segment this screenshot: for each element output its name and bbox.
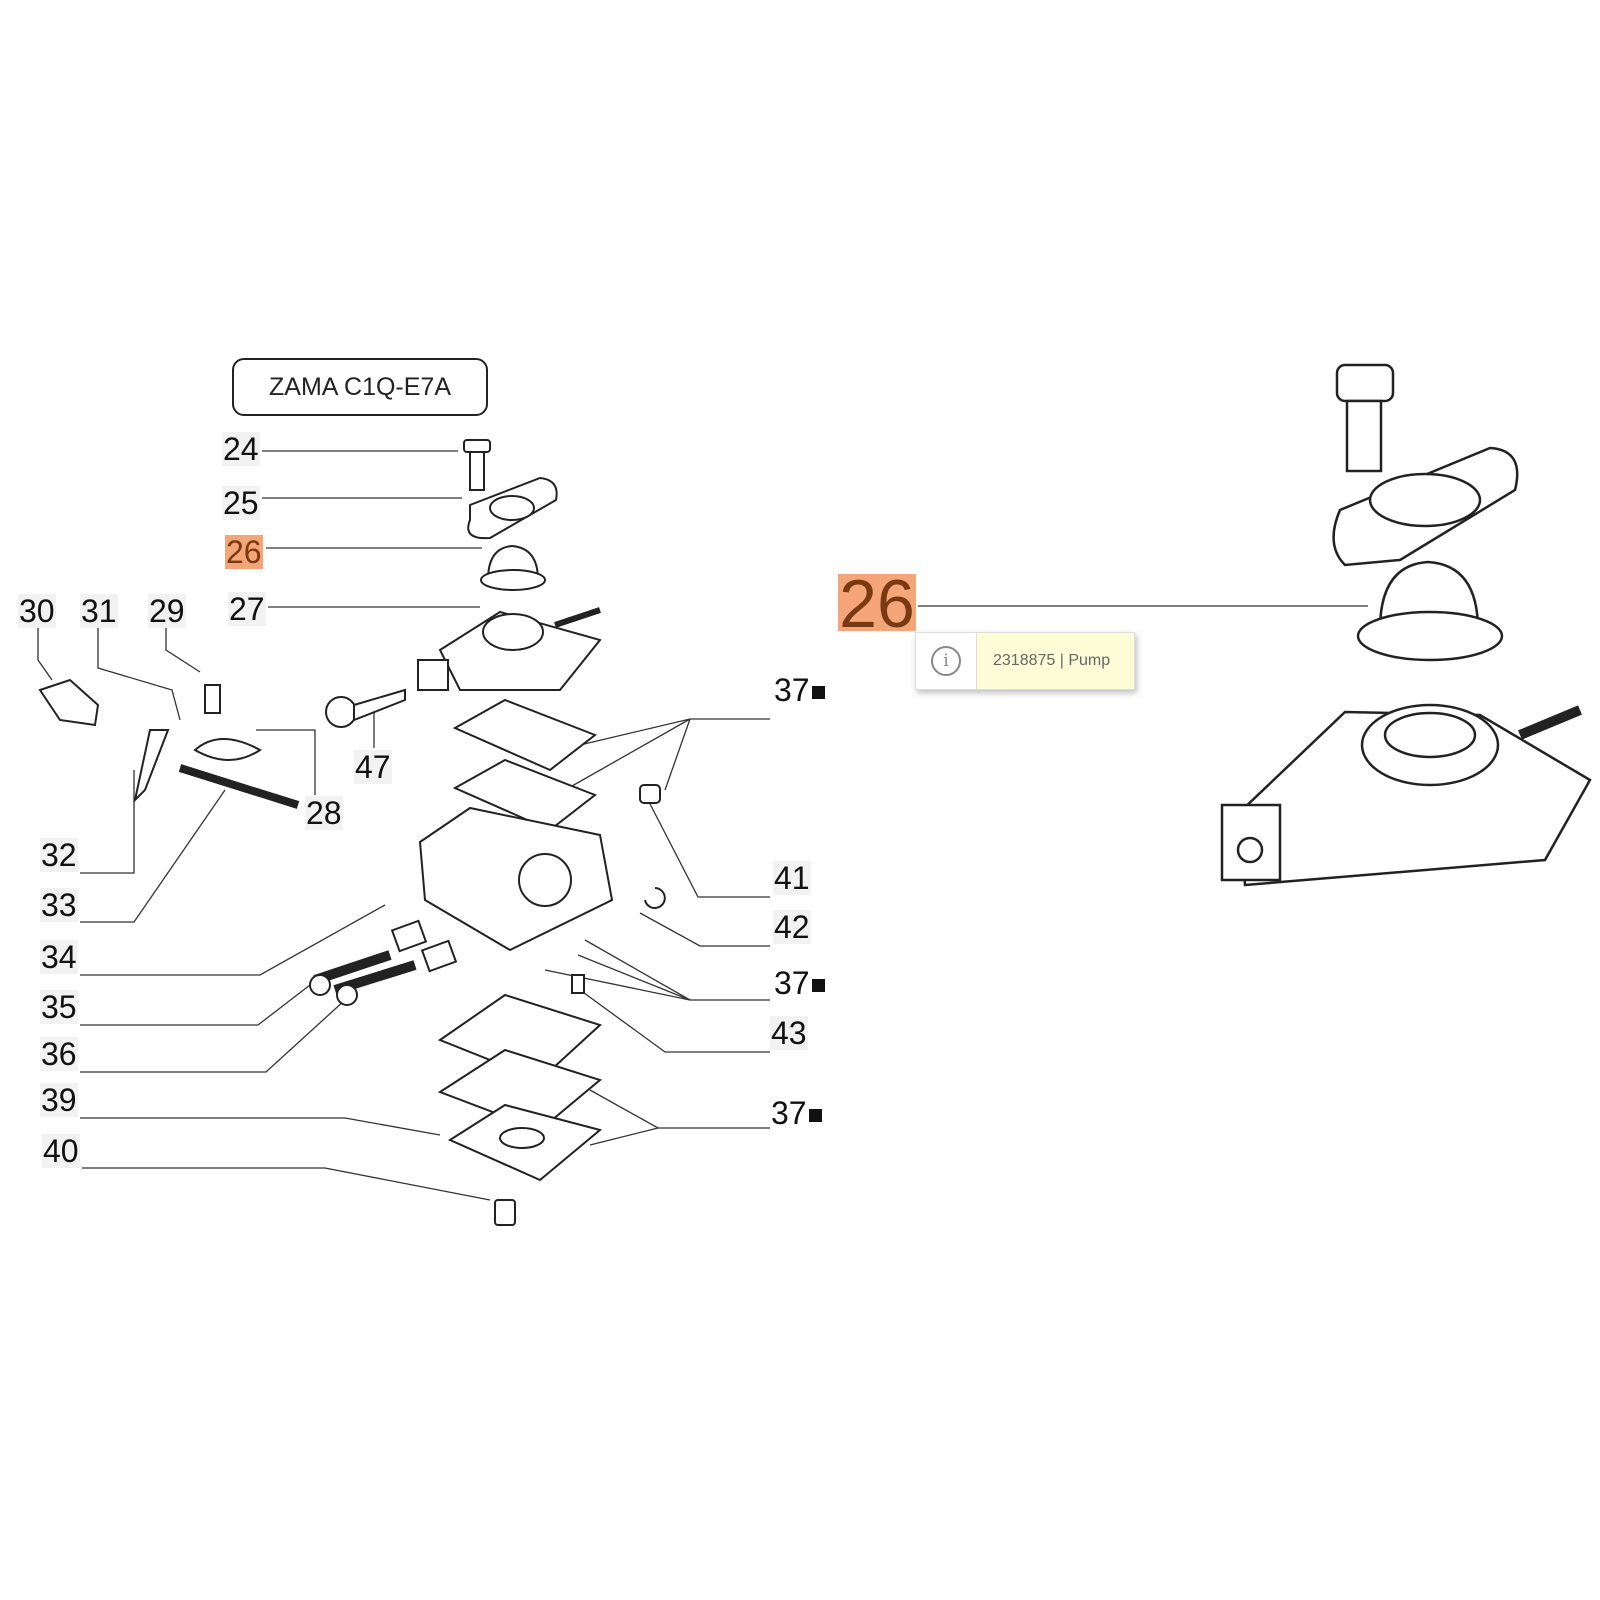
part-label-36[interactable]: 36 bbox=[40, 1036, 78, 1072]
kit-marker-icon bbox=[811, 979, 825, 993]
part-label-30[interactable]: 30 bbox=[18, 593, 56, 629]
tooltip-text: 2318875 | Pump bbox=[977, 633, 1134, 689]
part-label-29[interactable]: 29 bbox=[148, 593, 186, 629]
part-label-37-lower[interactable]: 37 bbox=[770, 1096, 823, 1130]
part-label-28[interactable]: 28 bbox=[305, 795, 343, 831]
kit-marker-icon bbox=[808, 1109, 822, 1123]
part-label-37-upper[interactable]: 37 bbox=[773, 673, 826, 707]
part-label-27[interactable]: 27 bbox=[228, 591, 266, 627]
detail-part-label-26[interactable]: 26 bbox=[838, 566, 916, 642]
part-label-43[interactable]: 43 bbox=[770, 1015, 808, 1051]
part-label-41[interactable]: 41 bbox=[773, 860, 811, 896]
kit-marker-icon bbox=[811, 686, 825, 700]
part-label-40[interactable]: 40 bbox=[42, 1133, 80, 1169]
part-label-31[interactable]: 31 bbox=[80, 593, 118, 629]
part-label-34[interactable]: 34 bbox=[40, 939, 78, 975]
part-label-24[interactable]: 24 bbox=[222, 431, 260, 467]
part-label-37-middle[interactable]: 37 bbox=[773, 966, 826, 1000]
part-tooltip: i 2318875 | Pump bbox=[915, 632, 1135, 690]
part-label-39[interactable]: 39 bbox=[40, 1082, 78, 1118]
part-label-32[interactable]: 32 bbox=[40, 837, 78, 873]
pump-detail-view bbox=[1220, 363, 1592, 887]
part-label-26-highlighted[interactable]: 26 bbox=[225, 534, 263, 570]
leader-lines bbox=[37, 450, 1368, 1201]
label-text: 37 bbox=[774, 965, 810, 1001]
part-label-33[interactable]: 33 bbox=[40, 887, 78, 923]
info-icon: i bbox=[916, 633, 977, 689]
label-text: 37 bbox=[771, 1095, 807, 1131]
carburetor-exploded-view bbox=[38, 439, 666, 1226]
part-label-35[interactable]: 35 bbox=[40, 989, 78, 1025]
part-label-42[interactable]: 42 bbox=[773, 909, 811, 945]
carburetor-model-title: ZAMA C1Q-E7A bbox=[232, 358, 488, 416]
part-label-25[interactable]: 25 bbox=[222, 485, 260, 521]
part-label-47[interactable]: 47 bbox=[354, 749, 392, 785]
label-text: 37 bbox=[774, 672, 810, 708]
